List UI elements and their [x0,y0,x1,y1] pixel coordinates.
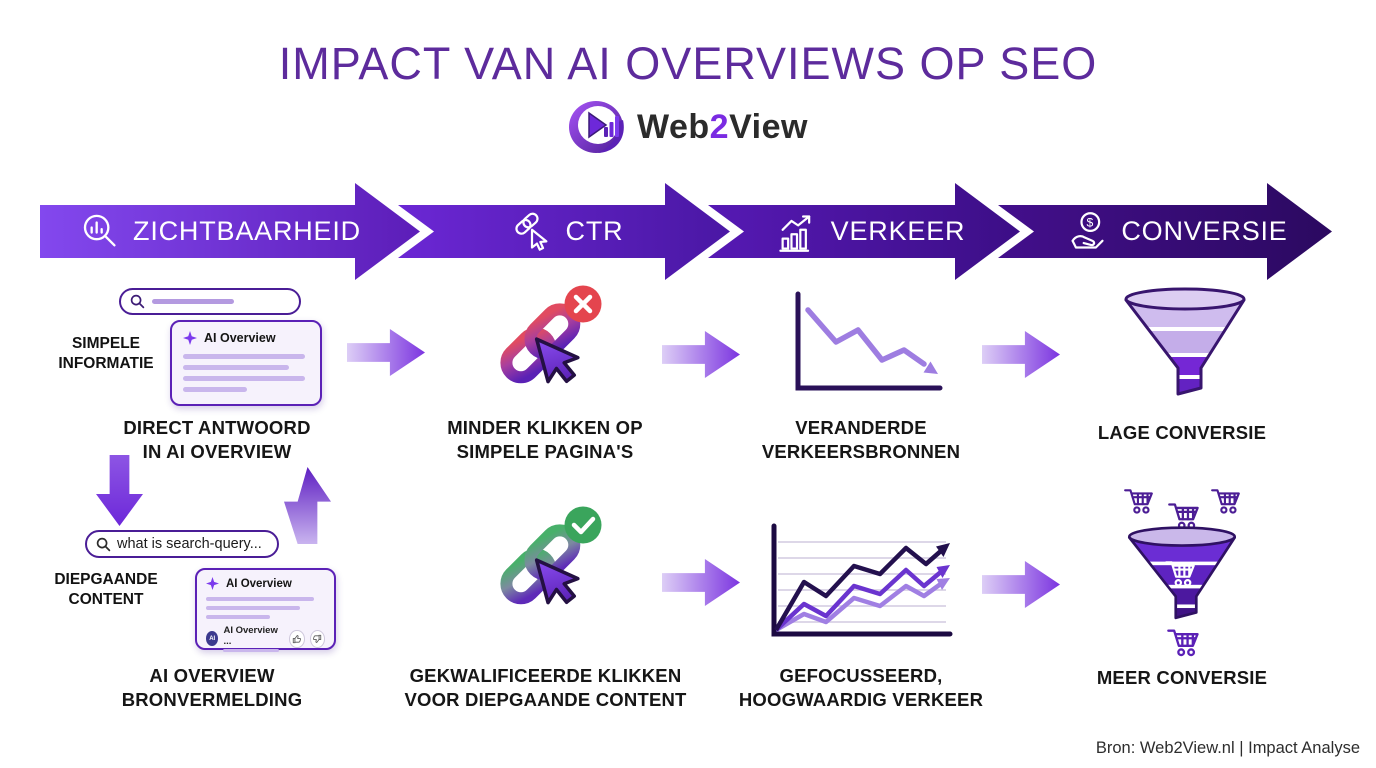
caption-minder-klikken: MINDER KLIKKEN OP SIMPELE PAGINA'S [447,417,643,462]
text-line [206,615,270,619]
source-credit: Bron: Web2View.nl | Impact Analyse [1095,739,1360,757]
link-cursor-icon [514,212,548,251]
magnifier-icon [130,294,145,309]
caption-meer-conversie: MEER CONVERSIE [1096,667,1268,688]
funnel-body [1127,526,1237,620]
low-conversion-funnel [1124,287,1246,396]
page-title: IMPACT VAN AI OVERVIEWS OP SEO [278,38,1098,89]
thumb-down-icon [313,634,322,643]
search-query-text: what is search-query... [117,536,262,552]
ai-overview-source-card: AI Overview AI AI Overview ... [195,568,336,652]
rising-traffic-chart [771,523,953,637]
thumb-down-button [309,629,326,648]
text-line [206,606,300,610]
thumb-up-button [289,629,305,648]
text-line [183,365,289,370]
arrow-down [96,455,143,526]
connector-arrow [982,331,1060,378]
text-line [206,597,314,601]
logo-wordmark: Web2View [637,107,808,146]
ai-sparkle-icon [206,577,219,590]
caption-direct-antwoord: DIRECT ANTWOORD IN AI OVERVIEW [123,417,311,462]
coin-hand-icon: $ [1071,211,1104,249]
magnifier-icon [96,537,111,551]
connector-arrow [347,329,425,376]
declining-traffic-chart [795,291,943,391]
high-conversion-funnel-group [1105,487,1260,665]
caption-gekwalificeerde-klikken: GEKWALIFICEERDE KLIKKEN VOOR DIEPGAANDE … [404,665,687,710]
banner-arrow-4 [998,183,1332,280]
source-title: AI Overview ... [223,625,278,647]
process-banner [40,183,1332,280]
check-icon [571,516,596,535]
connector-arrow [662,331,740,378]
magnifier-bars-icon [83,214,116,246]
stage-verkeer: VERKEER [758,204,983,259]
dollar-symbol: $ [1087,215,1095,229]
stage-ctr: CTR [462,204,672,259]
ai-card-title: AI Overview [226,577,292,590]
stage-zichtbaarheid: ZICHTBAARHEID [78,204,363,259]
ai-overview-card: AI Overview [170,320,322,406]
side-label-diepgaande-content: DIEPGAANDE CONTENT [54,571,158,609]
x-icon [573,294,593,314]
cursor-icon [534,558,580,605]
text-line [183,387,247,392]
connector-arrow [982,561,1060,608]
ai-card-title: AI Overview [204,331,276,345]
banner-arrow-1 [40,183,420,280]
shopping-cart-icon [1167,629,1199,657]
text-line [223,649,280,652]
banner-arrow-3 [708,183,1020,280]
source-avatar: AI [206,631,219,646]
shopping-cart-icon [1165,561,1195,587]
search-bar-empty [119,288,301,315]
qualified-link-icon [500,506,602,605]
ai-sparkle-icon [183,331,197,345]
arrow-up [284,467,331,544]
text-line [183,354,305,359]
shopping-cart-icon [1211,489,1240,514]
broken-link-icon [500,285,602,384]
success-badge [564,506,602,544]
cursor-icon [534,337,580,384]
search-bar-query: what is search-query... [85,530,279,558]
caption-gefocusseerd-verkeer: GEFOCUSSEERD, HOOGWAARDIG VERKEER [738,665,984,710]
query-placeholder-bar [152,299,234,304]
side-label-simpele-informatie: SIMPELE INFORMATIE [58,335,154,373]
web2view-logo-icon [569,101,624,153]
logo: Web2View [0,100,1376,154]
growth-chart-icon [778,214,810,252]
banner-arrow-2 [398,183,730,280]
thumb-up-icon [292,634,302,643]
stage-conversie: $ CONVERSIE [1052,204,1302,259]
shopping-cart-icon [1124,489,1153,514]
caption-lage-conversie: LAGE CONVERSIE [1097,422,1267,443]
caption-veranderde-verkeersbronnen: VERANDERDE VERKEERSBRONNEN [761,417,961,462]
text-line [183,376,305,381]
connector-arrow [662,559,740,606]
caption-ai-overview-bronvermelding: AI OVERVIEW BRONVERMELDING [121,665,303,710]
